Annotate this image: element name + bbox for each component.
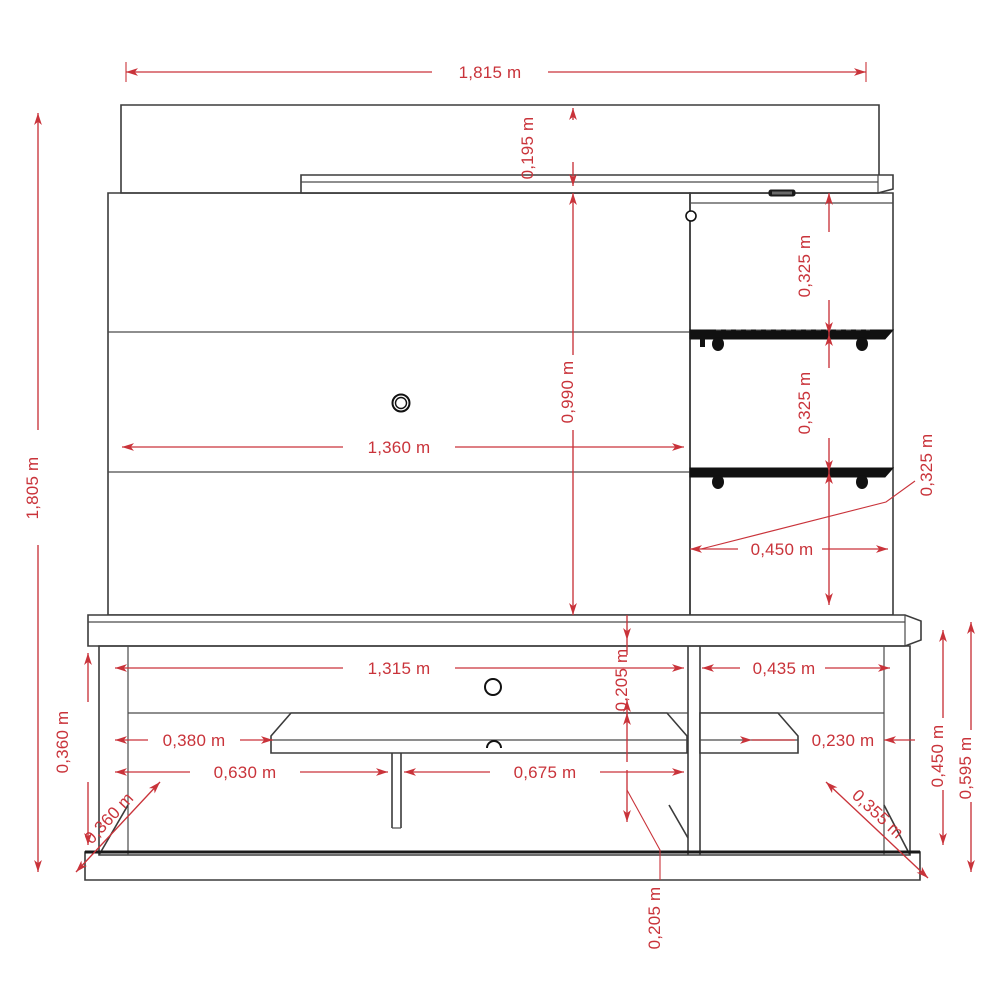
dim-label-shelf-gap-top: 0,325 m (795, 235, 814, 298)
dim-right-shelf-width: 0,230 m (740, 731, 915, 750)
dim-lower-main-width: 1,315 m (115, 659, 684, 678)
cable-grommet-notch (486, 740, 502, 749)
dim-shelf-gap-middle: 0,325 m (795, 334, 833, 472)
dim-label-side-bay-width: 0,450 m (751, 540, 814, 559)
dim-tv-panel-height: 0,990 m (558, 193, 577, 615)
dim-label-right-height-outer: 0,595 m (956, 737, 975, 800)
drawer-front-bar-right (699, 712, 799, 754)
dim-label-overall-height: 1,805 m (23, 457, 42, 520)
dim-side-bay-width: 0,450 m (690, 540, 888, 559)
dim-label-shelf-depth-note: 0,325 m (917, 434, 936, 497)
dim-label-tv-panel-height: 0,990 m (558, 361, 577, 424)
dimension-annotations: 1,815 m 1,805 m 0,195 m 0,990 m 1,360 m (23, 62, 975, 949)
dim-left-lower-width: 0,630 m (115, 763, 388, 782)
dim-label-overall-width: 1,815 m (459, 63, 522, 82)
drawer-front-bar (270, 712, 688, 754)
cable-grommet-tv (391, 393, 411, 413)
dim-label-lower-right-width: 0,435 m (753, 659, 816, 678)
dim-overall-height: 1,805 m (23, 113, 42, 872)
dim-shelf-depth-note: 0,325 m (700, 434, 936, 605)
dim-overall-width: 1,815 m (125, 62, 867, 82)
dim-tv-panel-width: 1,360 m (122, 438, 684, 457)
dim-lower-cabinet-height: 0,360 m (53, 653, 92, 845)
dim-left-shelf-width: 0,380 m (115, 731, 273, 750)
dim-right-height-inner: 0,450 m (928, 630, 947, 845)
dim-label-shelf-gap-middle: 0,325 m (795, 372, 814, 435)
furniture-elevation (84, 104, 922, 881)
dim-label-depth-right: 0,355 m (848, 786, 907, 843)
cable-grommet-lower (484, 678, 502, 696)
center-support-leg (391, 753, 402, 828)
dim-label-center-lower-width: 0,675 m (514, 763, 577, 782)
dim-shelf-gap-top: 0,325 m (795, 193, 833, 334)
tv-backer-panel (107, 192, 691, 616)
dim-label-left-shelf-width: 0,380 m (163, 731, 226, 750)
dim-top-offset: 0,195 m (518, 108, 577, 186)
dim-label-lower-main-width: 1,315 m (368, 659, 431, 678)
dim-label-tv-panel-width: 1,360 m (368, 438, 431, 457)
glass-shelf-upper (689, 329, 895, 351)
dim-label-left-lower-width: 0,630 m (214, 763, 277, 782)
dim-label-right-shelf-width: 0,230 m (812, 731, 875, 750)
dim-center-lower-width: 0,675 m (404, 763, 684, 782)
dim-center-drop: 0,205 m (612, 615, 631, 715)
dim-label-right-height-inner: 0,450 m (928, 725, 947, 788)
dim-depth-right: 0,355 m (825, 781, 929, 879)
glass-shelf-lower (689, 467, 895, 489)
hinge-dot (685, 210, 697, 222)
dim-label-center-drop: 0,205 m (612, 649, 631, 712)
dim-label-lower-cabinet-height: 0,360 m (53, 711, 72, 774)
top-floating-shelf (300, 174, 894, 194)
base-plinth (84, 851, 921, 881)
dim-label-base-drop: 0,205 m (645, 887, 664, 950)
lower-cabinet-top (87, 614, 922, 647)
dim-label-top-offset: 0,195 m (518, 117, 537, 180)
dim-base-drop: 0,205 m (623, 713, 664, 950)
door-handle-icon (768, 189, 796, 197)
dim-right-height-outer: 0,595 m (956, 622, 975, 872)
dim-lower-right-width: 0,435 m (702, 659, 890, 678)
